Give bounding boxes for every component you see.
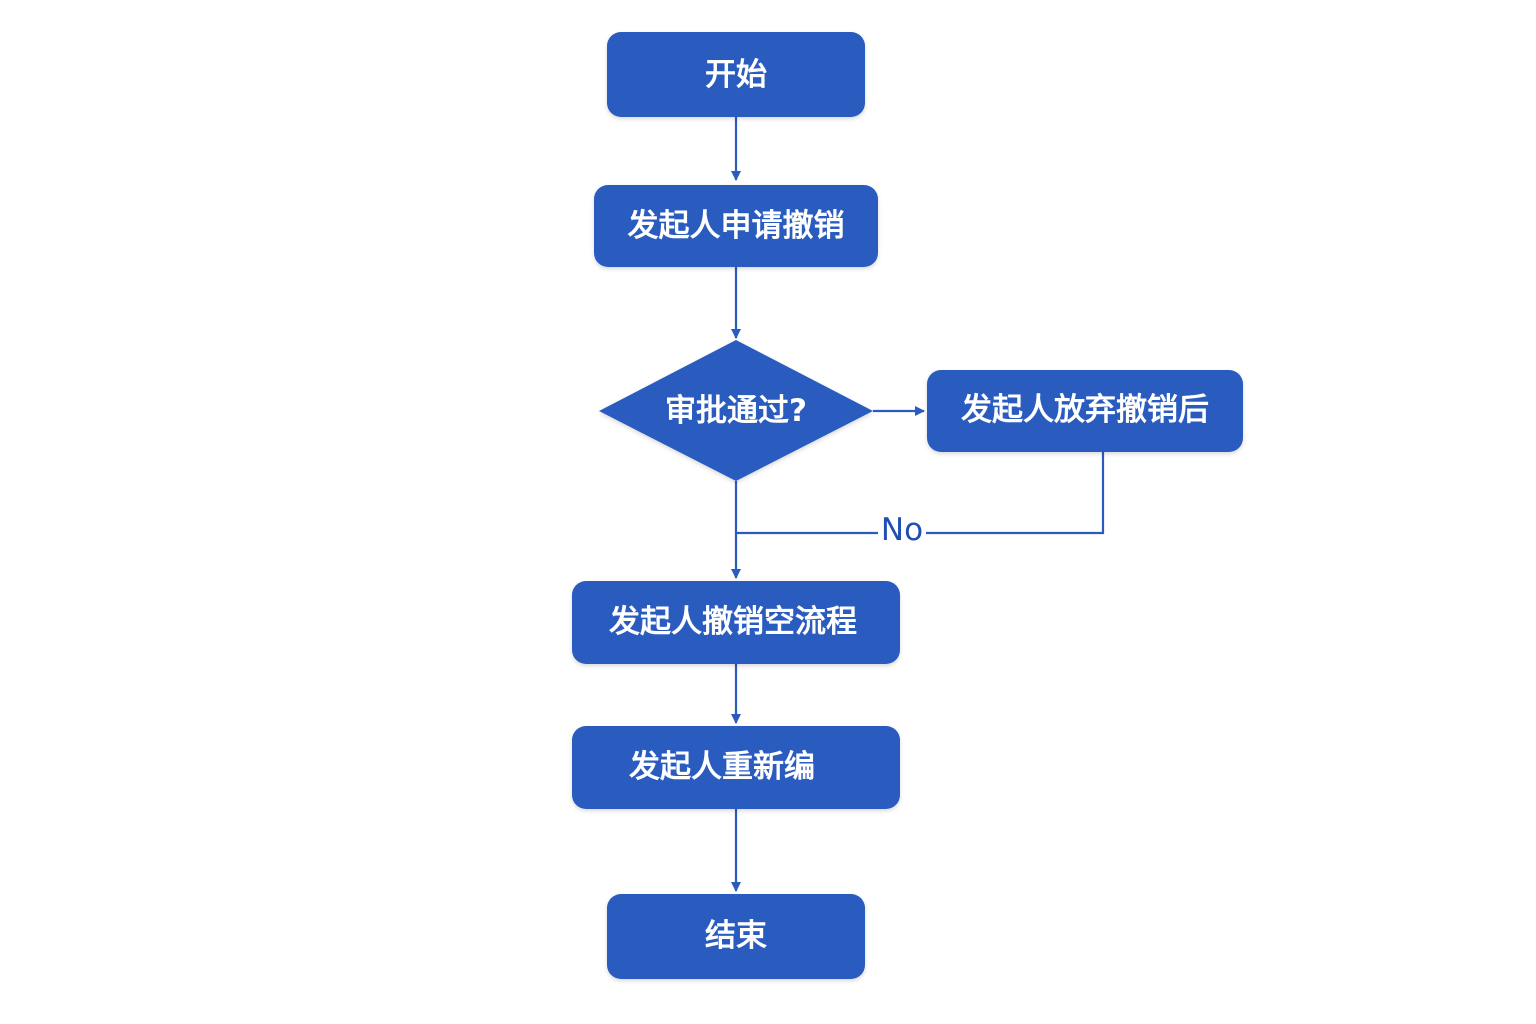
node-abandon: 发起人放弃撤销后: [927, 370, 1243, 452]
node-start: 开始: [607, 32, 865, 117]
node-reedit: 发起人重新编: [572, 726, 900, 809]
edges: No: [731, 117, 1105, 892]
node-reedit-label: 发起人重新编: [628, 749, 815, 785]
pencil-icon: [818, 748, 858, 780]
node-withdraw-label: 发起人撤销空流程: [608, 604, 857, 640]
node-abandon-label: 发起人放弃撤销后: [960, 392, 1209, 428]
node-decision: 审批通过?: [599, 340, 873, 481]
node-request: 发起人申请撤销: [594, 185, 878, 267]
node-start-label: 开始: [705, 57, 767, 93]
node-withdraw: 发起人撤销空流程: [572, 581, 900, 664]
edge-abandon-no-loop: [736, 451, 1105, 535]
node-decision-label: 审批通过?: [665, 393, 807, 429]
edge-label-no: No: [881, 512, 923, 548]
node-request-label: 发起人申请撤销: [627, 208, 845, 244]
edge-label-no-background: [878, 514, 926, 550]
node-end: 结束: [607, 894, 865, 979]
node-end-label: 结束: [705, 918, 767, 954]
